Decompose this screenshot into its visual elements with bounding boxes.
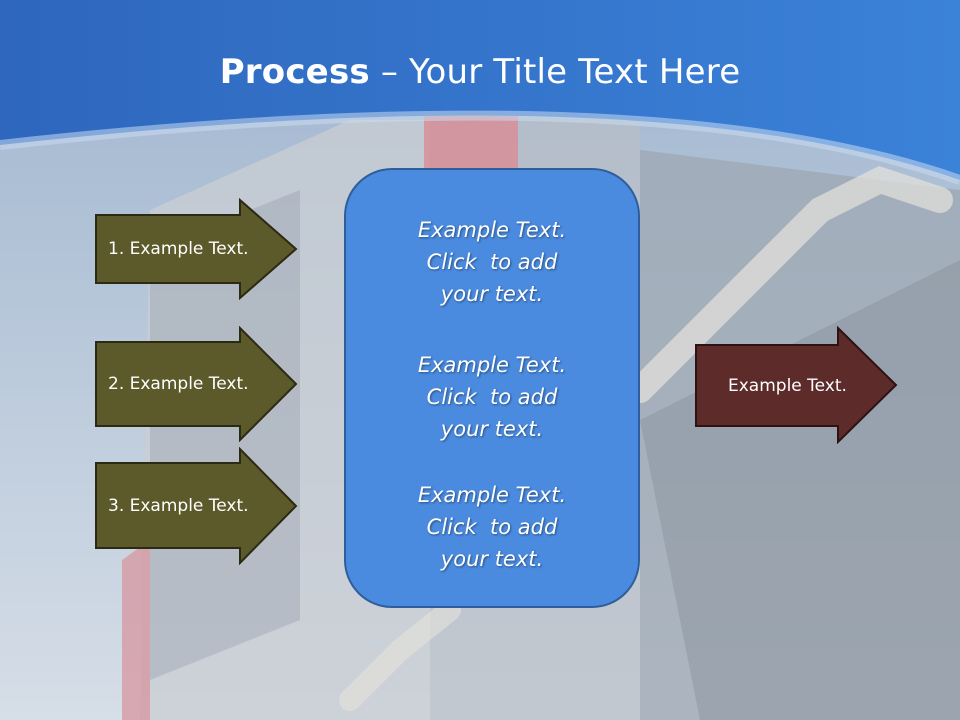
step-arrow-2[interactable]: 2. Example Text. bbox=[94, 326, 300, 442]
arrow-right-icon bbox=[95, 198, 298, 300]
arrow-right-icon bbox=[95, 447, 298, 565]
arrow-right-icon bbox=[95, 326, 298, 442]
block-line: Click to add bbox=[426, 385, 558, 409]
step-arrow-1[interactable]: 1. Example Text. bbox=[94, 198, 300, 300]
title-bold-part: Process bbox=[219, 52, 370, 92]
center-text-block-1: Example Text. Click to add your text. bbox=[346, 214, 638, 310]
block-line: your text. bbox=[440, 417, 544, 441]
output-label: Example Text. bbox=[728, 375, 847, 396]
step-arrow-3[interactable]: 3. Example Text. bbox=[94, 447, 300, 565]
block-line: your text. bbox=[440, 282, 544, 306]
center-text-block-2: Example Text. Click to add your text. bbox=[346, 349, 638, 445]
step-label-3: 3. Example Text. bbox=[108, 495, 249, 516]
center-text-block-3: Example Text. Click to add your text. bbox=[346, 479, 638, 575]
block-line: Click to add bbox=[426, 515, 558, 539]
block-line: Example Text. bbox=[417, 353, 567, 377]
slide-title[interactable]: Process – Your Title Text Here bbox=[0, 52, 960, 92]
output-arrow[interactable]: Example Text. bbox=[694, 326, 900, 444]
block-line: your text. bbox=[440, 547, 544, 571]
step-label-2: 2. Example Text. bbox=[108, 374, 249, 394]
block-line: Example Text. bbox=[417, 218, 567, 242]
block-line: Click to add bbox=[426, 250, 558, 274]
step-label-1: 1. Example Text. bbox=[108, 239, 249, 259]
arrow-right-icon bbox=[695, 326, 898, 444]
center-text-box[interactable]: Example Text. Click to add your text. Ex… bbox=[344, 168, 640, 608]
block-line: Example Text. bbox=[417, 483, 567, 507]
title-rest-part: – Your Title Text Here bbox=[369, 52, 741, 92]
